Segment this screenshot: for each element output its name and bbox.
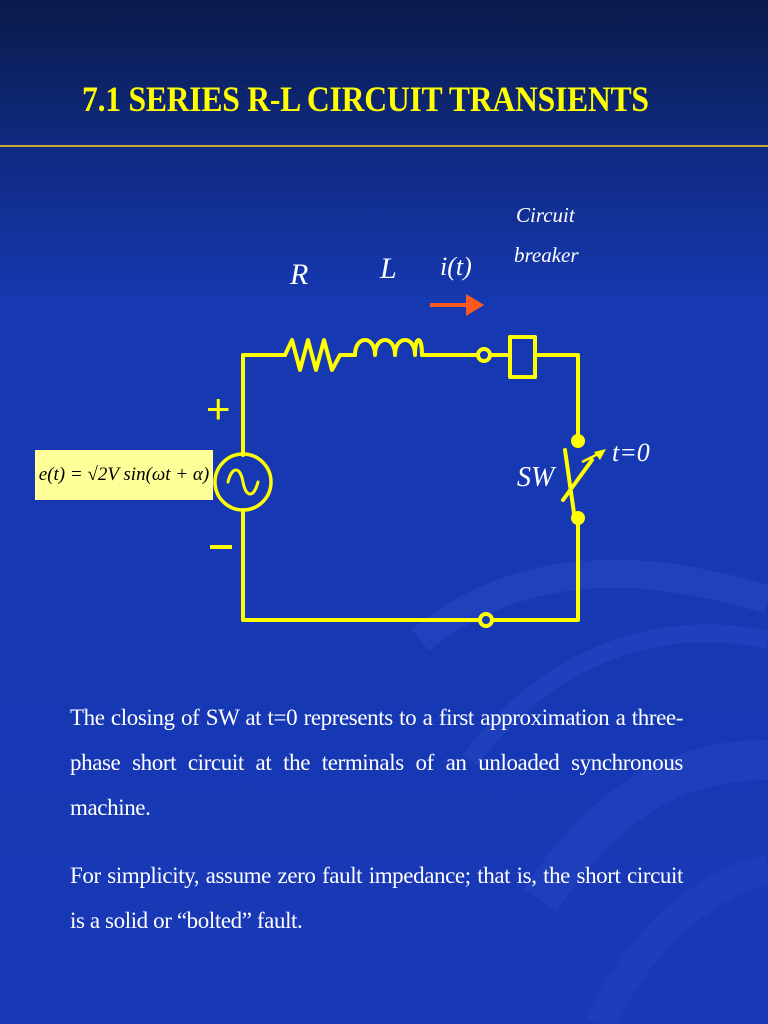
switch-icon xyxy=(563,448,577,522)
resistor-label: R xyxy=(290,258,309,291)
current-label: i(t) xyxy=(440,252,472,281)
ac-source-icon xyxy=(213,452,273,512)
source-equation-text: e(t) = √2V sin(ωt + α) xyxy=(38,464,210,485)
breaker-label-line1: Circuit xyxy=(516,203,575,227)
slide-title: 7.1 SERIES R-L CIRCUIT TRANSIENTS xyxy=(82,79,649,119)
switch-label: SW xyxy=(517,462,555,493)
title-divider xyxy=(0,145,768,147)
breaker-label-line2: breaker xyxy=(514,243,579,267)
wire-top-left xyxy=(241,353,287,457)
minus-sign xyxy=(210,545,232,549)
sine-wave xyxy=(226,468,260,496)
inductor-icon xyxy=(353,338,424,357)
wire-right-bottom xyxy=(490,520,580,622)
switch-terminal-top xyxy=(571,434,585,448)
plus-sign: + xyxy=(206,385,231,432)
rl-circuit-diagram xyxy=(213,294,606,628)
wire-top-right xyxy=(533,353,580,439)
wire-bottom-left xyxy=(241,508,482,622)
inductor-label: L xyxy=(380,252,397,285)
body-paragraph-2: For simplicity, assume zero fault impeda… xyxy=(70,863,683,933)
breaker-icon xyxy=(508,335,537,379)
source-equation: e(t) = √2V sin(ωt + α) xyxy=(35,450,213,500)
switch-time-label: t=0 xyxy=(612,438,650,467)
resistor-icon xyxy=(283,338,357,372)
body-paragraph-1: The closing of SW at t=0 represents to a… xyxy=(70,705,683,820)
switch-blade xyxy=(561,458,594,502)
